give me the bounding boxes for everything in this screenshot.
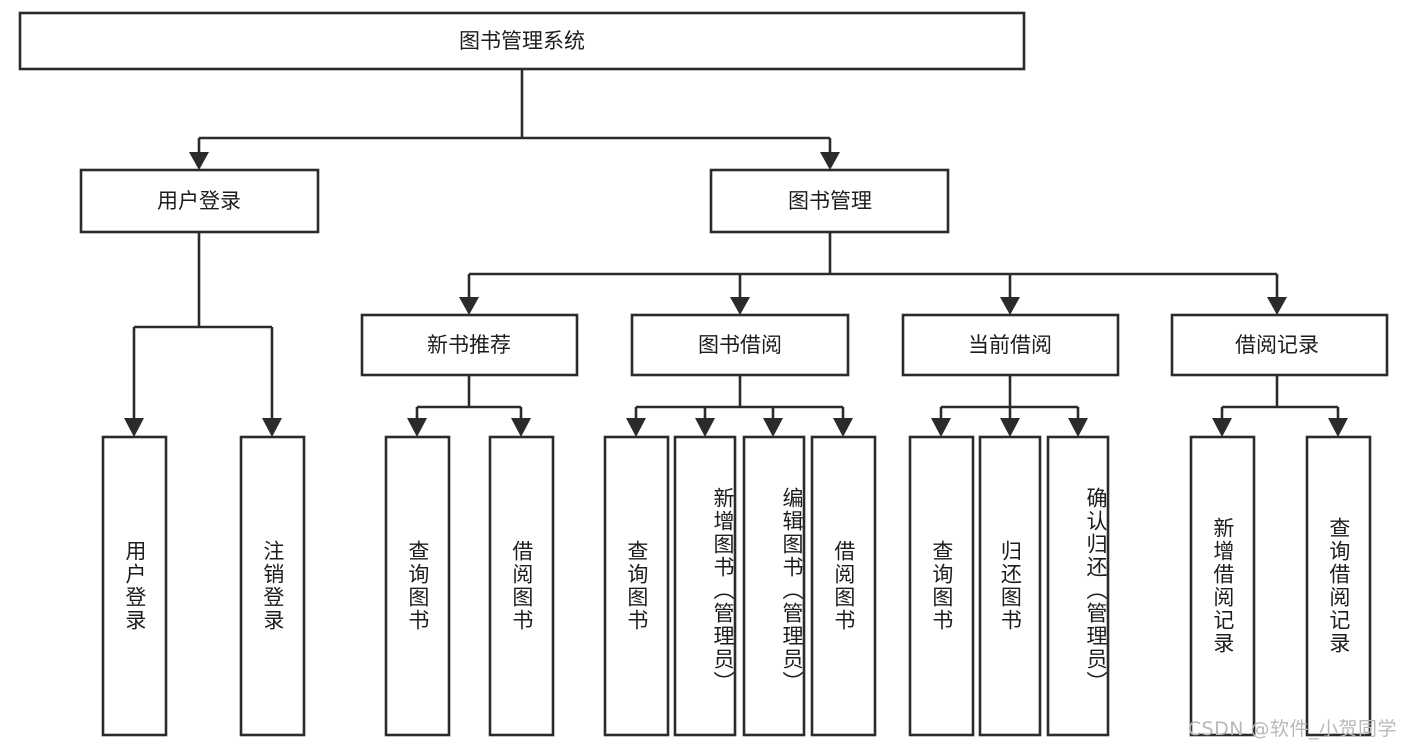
node-user-login-box[interactable] — [79, 168, 320, 234]
leaf-box-confirm-return[interactable] — [1046, 435, 1110, 737]
arrowhead-bb-leaf-2 — [695, 418, 715, 437]
leaf-box-borrow-book-1[interactable] — [488, 435, 555, 737]
node-borrow-record-box[interactable] — [1170, 313, 1389, 377]
leaf-box-return-book[interactable] — [978, 435, 1042, 737]
node-user-login-label: 用户登录 — [157, 189, 241, 213]
node-root-box[interactable] — [18, 11, 1026, 71]
node-current-borrow-label: 当前借阅 — [968, 333, 1052, 357]
arrowhead-cb-leaf-3 — [1068, 418, 1088, 437]
leaf-box-add-record[interactable] — [1189, 435, 1256, 737]
arrowhead-leaf-user-login — [124, 418, 144, 437]
node-new-book-rec[interactable]: 新书推荐 — [360, 313, 579, 377]
arrowhead-book-borrow — [730, 297, 750, 315]
node-user-login[interactable]: 用户登录 — [79, 168, 320, 234]
node-borrow-record[interactable]: 借阅记录 — [1170, 313, 1389, 377]
arrowhead-user-login — [189, 152, 209, 170]
arrowhead-bb-leaf-3 — [763, 418, 783, 437]
arrowhead-group — [124, 152, 1348, 437]
arrowhead-book-manage — [820, 152, 840, 170]
arrowhead-bb-leaf-1 — [626, 418, 646, 437]
arrowhead-current-borrow — [1000, 297, 1020, 315]
leaf-box-query-book-2[interactable] — [603, 435, 670, 737]
arrowhead-new-book-rec — [459, 297, 479, 315]
watermark-text: CSDN @软件_小贺同学 — [1187, 718, 1397, 740]
node-book-borrow-label: 图书借阅 — [698, 333, 782, 357]
node-borrow-record-label: 借阅记录 — [1235, 333, 1319, 357]
node-book-manage-label: 图书管理 — [788, 189, 872, 213]
arrowhead-cb-leaf-2 — [1000, 418, 1020, 437]
node-root-label: 图书管理系统 — [459, 29, 585, 53]
arrowhead-br-leaf-1 — [1212, 418, 1232, 437]
leaf-box-query-record[interactable] — [1305, 435, 1372, 737]
arrowhead-borrow-record — [1267, 297, 1287, 315]
node-current-borrow[interactable]: 当前借阅 — [901, 313, 1120, 377]
leaf-box-logout[interactable] — [239, 435, 306, 737]
leaf-box-borrow-book-2[interactable] — [810, 435, 877, 737]
node-book-borrow-box[interactable] — [630, 313, 850, 377]
arrowhead-cb-leaf-1 — [931, 418, 951, 437]
connector-group — [132, 69, 1340, 418]
node-book-manage-box[interactable] — [709, 168, 950, 234]
node-new-book-rec-box[interactable] — [360, 313, 579, 377]
leaf-box-query-book-3[interactable] — [908, 435, 975, 737]
arrowhead-leaf-logout — [262, 418, 282, 437]
leaf-box-user-login[interactable] — [101, 435, 168, 737]
leaf-box-edit-book[interactable] — [742, 435, 806, 737]
node-book-borrow[interactable]: 图书借阅 — [630, 313, 850, 377]
leaf-box-add-book[interactable] — [673, 435, 737, 737]
arrowhead-nbr-leaf-2 — [511, 418, 531, 437]
arrowhead-bb-leaf-4 — [833, 418, 853, 437]
node-current-borrow-box[interactable] — [901, 313, 1120, 377]
node-book-manage[interactable]: 图书管理 — [709, 168, 950, 234]
node-root[interactable]: 图书管理系统 — [18, 11, 1026, 71]
leaf-box-query-book-1[interactable] — [384, 435, 451, 737]
leaf-box-group — [101, 435, 1372, 737]
node-new-book-rec-label: 新书推荐 — [427, 333, 511, 357]
arrowhead-br-leaf-2 — [1328, 418, 1348, 437]
arrowhead-nbr-leaf-1 — [407, 418, 427, 437]
